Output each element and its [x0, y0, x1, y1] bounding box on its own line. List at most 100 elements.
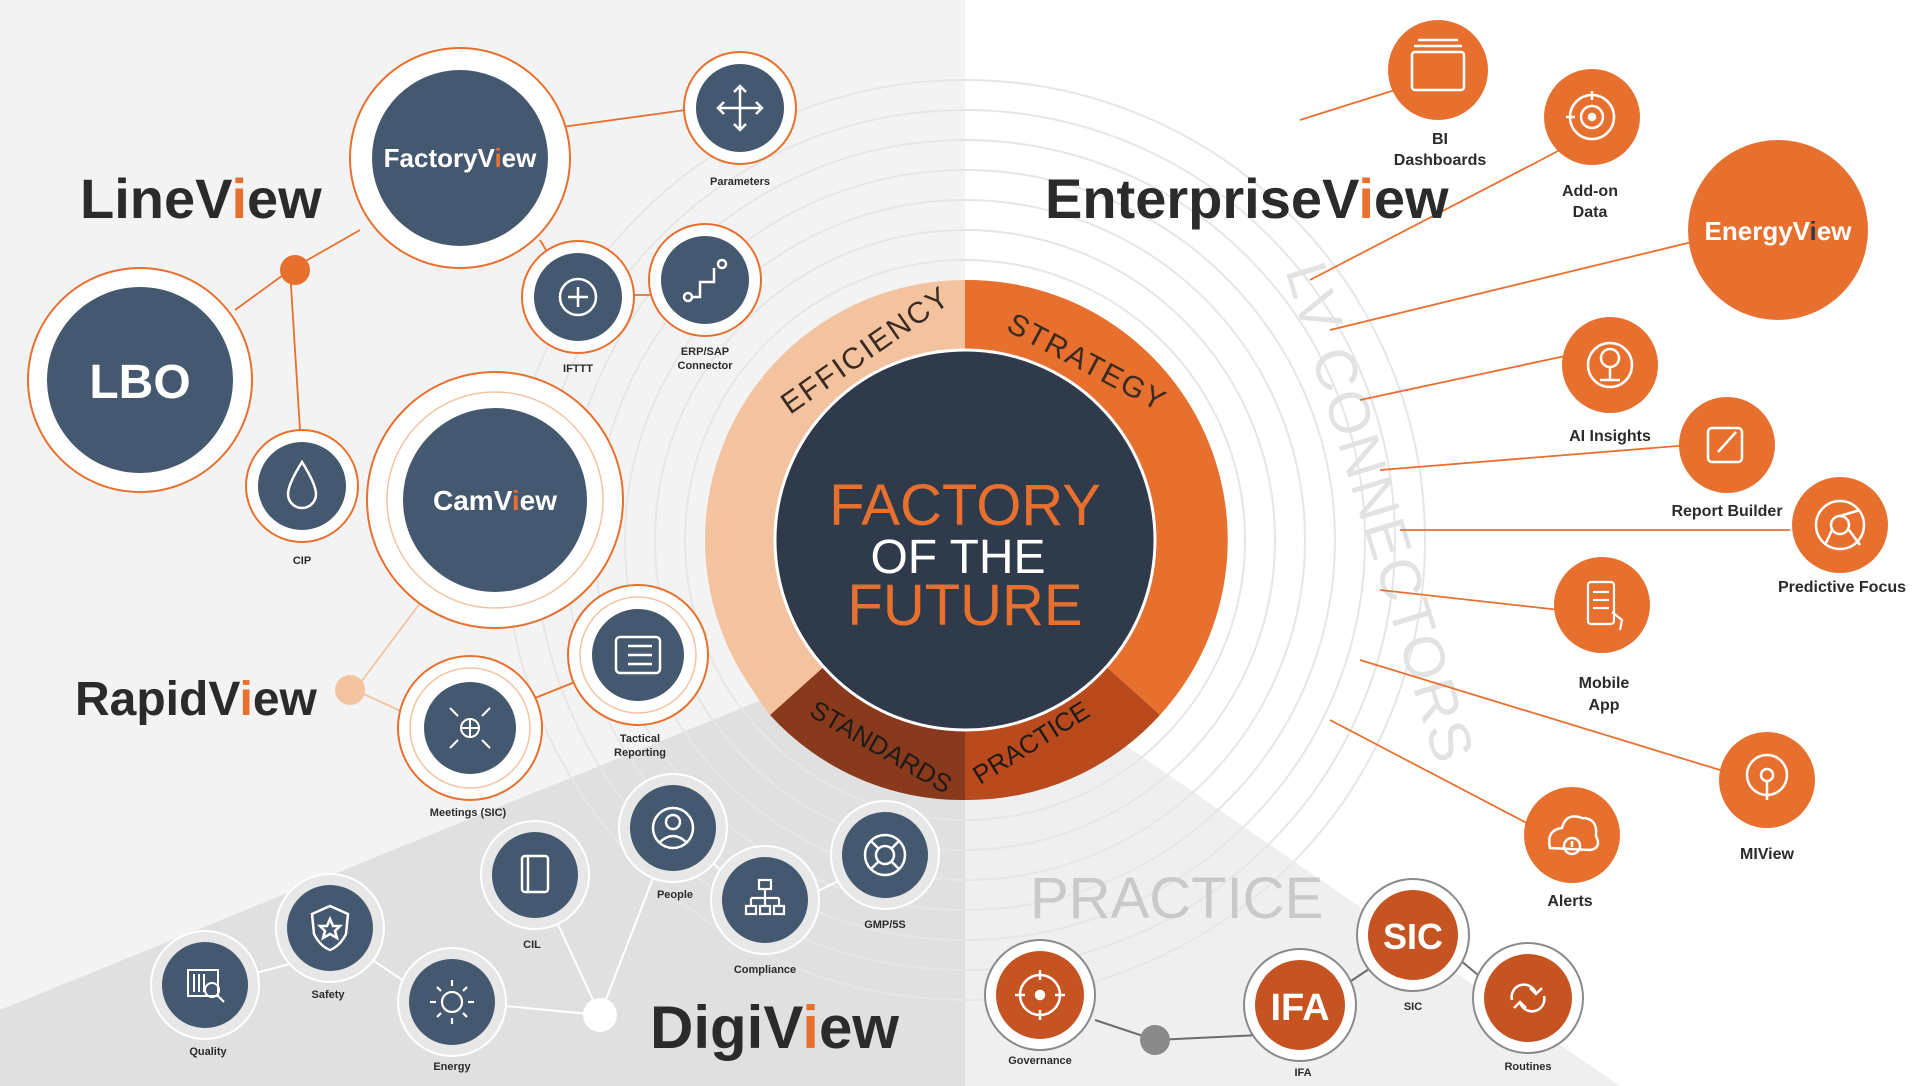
center-title-line1: FACTORY: [829, 473, 1101, 538]
globe-arrows-icon: [449, 707, 491, 749]
move-arrows-icon: [716, 84, 764, 132]
dashboard-window-icon: [1410, 38, 1466, 92]
svg-text:App: App: [1588, 697, 1619, 714]
report-builder-node[interactable]: Report Builder: [1671, 397, 1783, 520]
tablet-touch-icon: [1586, 580, 1624, 631]
svg-text:Routines: Routines: [1504, 1061, 1551, 1073]
org-chart-icon: [744, 878, 786, 916]
predictive-focus-node[interactable]: Predictive Focus: [1778, 477, 1906, 596]
svg-text:People: People: [657, 889, 693, 901]
pencil-square-icon: [1706, 426, 1744, 464]
compliance-node[interactable]: Compliance: [710, 845, 820, 976]
camview-node[interactable]: CamView: [366, 371, 624, 629]
svg-text:Energy: Energy: [433, 1061, 471, 1073]
svg-text:Alerts: Alerts: [1547, 893, 1592, 910]
svg-text:IFTTT: IFTTT: [563, 363, 593, 375]
mobile-app-node[interactable]: Mobile App: [1554, 557, 1650, 714]
ai-insights-node[interactable]: AI Insights: [1562, 317, 1658, 445]
svg-text:Quality: Quality: [189, 1046, 227, 1058]
ifttt-node[interactable]: IFTTT: [521, 240, 635, 375]
safety-node[interactable]: Safety: [275, 873, 385, 1001]
svg-text:Parameters: Parameters: [710, 176, 770, 188]
svg-text:ERP/SAP: ERP/SAP: [681, 346, 729, 358]
connector-dot: [335, 675, 365, 705]
svg-text:SIC: SIC: [1404, 1001, 1422, 1013]
alerts-node[interactable]: Alerts: [1524, 787, 1620, 910]
plus-circle-icon: [558, 277, 598, 317]
routines-node[interactable]: Routines: [1472, 942, 1584, 1073]
svg-text:Tactical: Tactical: [620, 733, 660, 745]
svg-text:Reporting: Reporting: [614, 747, 666, 759]
svg-text:Mobile: Mobile: [1579, 675, 1630, 692]
quality-node[interactable]: Quality: [150, 930, 260, 1058]
meetings-sic-node[interactable]: Meetings (SIC): [397, 655, 543, 819]
energy-node[interactable]: Energy: [397, 947, 507, 1073]
people-node[interactable]: People: [618, 773, 728, 901]
svg-text:Data: Data: [1573, 204, 1608, 221]
svg-text:IFA: IFA: [1270, 987, 1329, 1029]
cil-node[interactable]: CIL: [480, 820, 590, 951]
center-title-line3: FUTURE: [847, 573, 1082, 638]
svg-text:Add-on: Add-on: [1562, 183, 1618, 200]
svg-text:Dashboards: Dashboards: [1394, 152, 1487, 169]
list-icon: [614, 635, 662, 675]
svg-text:Predictive Focus: Predictive Focus: [1778, 579, 1906, 596]
svg-text:CIL: CIL: [523, 939, 541, 951]
svg-text:GMP/5S: GMP/5S: [864, 919, 906, 931]
center-title-line2: OF THE: [870, 531, 1045, 584]
center-disc: [773, 348, 1157, 732]
practice-panel-background: [965, 680, 1620, 1086]
lbo-node[interactable]: LBO: [27, 267, 253, 493]
svg-text:MIView: MIView: [1740, 846, 1795, 863]
connector-dot: [280, 255, 310, 285]
svg-text:Governance: Governance: [1008, 1055, 1072, 1067]
cycle-icon: [1510, 983, 1546, 1013]
sun-icon: [430, 980, 474, 1024]
svg-text:Meetings (SIC): Meetings (SIC): [430, 807, 507, 819]
svg-text:Connector: Connector: [678, 360, 734, 372]
crosshair-icon: [1015, 970, 1065, 1020]
chrome-aperture-icon: [1814, 499, 1866, 551]
bi-dashboards-node[interactable]: BI Dashboards: [1388, 20, 1488, 169]
add-on-data-node[interactable]: Add-on Data: [1544, 69, 1640, 221]
tactical-reporting-node[interactable]: Tactical Reporting: [567, 584, 709, 759]
connector-dot: [583, 998, 617, 1032]
ifa-node[interactable]: IFA IFA: [1243, 948, 1357, 1079]
cloud-alert-icon: [1548, 815, 1600, 856]
person-icon: [651, 806, 695, 850]
droplet-icon: [286, 459, 318, 510]
gmp-5s-node[interactable]: GMP/5S: [830, 800, 940, 931]
sic-node[interactable]: SIC SIC: [1356, 878, 1470, 1013]
notebook-icon: [520, 854, 550, 894]
energyview-node[interactable]: EnergyView: [1688, 140, 1868, 320]
practice-heading: PRACTICE: [1030, 866, 1323, 931]
lineview-heading: LineView: [80, 167, 322, 230]
svg-text:LBO: LBO: [89, 356, 190, 409]
svg-text:AI Insights: AI Insights: [1569, 428, 1651, 445]
rapidview-heading: RapidView: [75, 673, 318, 726]
svg-text:BI: BI: [1432, 131, 1448, 148]
connector-path-icon: [682, 258, 728, 303]
erp-sap-connector-node[interactable]: ERP/SAP Connector: [648, 223, 762, 372]
lifebuoy-icon: [863, 833, 907, 877]
connector-dot: [1140, 1025, 1170, 1055]
svg-text:Safety: Safety: [311, 989, 345, 1001]
svg-text:IFA: IFA: [1294, 1067, 1311, 1079]
svg-text:CamView: CamView: [433, 485, 557, 516]
svg-text:FactoryView: FactoryView: [384, 143, 537, 173]
digiview-heading: DigiView: [650, 994, 899, 1061]
podcast-icon: [1745, 753, 1789, 800]
svg-text:Compliance: Compliance: [734, 964, 796, 976]
barcode-search-icon: [187, 969, 225, 1003]
svg-text:Report Builder: Report Builder: [1671, 503, 1782, 520]
parameters-node[interactable]: Parameters: [683, 51, 797, 188]
svg-text:EnergyView: EnergyView: [1705, 216, 1853, 246]
target-icon: [1566, 91, 1616, 141]
governance-node[interactable]: Governance: [984, 939, 1096, 1067]
svg-text:CIP: CIP: [293, 555, 311, 567]
factoryview-node[interactable]: FactoryView: [349, 47, 571, 269]
miview-node[interactable]: MIView: [1719, 732, 1815, 863]
shield-star-icon: [310, 904, 350, 952]
cip-node[interactable]: CIP: [245, 429, 359, 567]
